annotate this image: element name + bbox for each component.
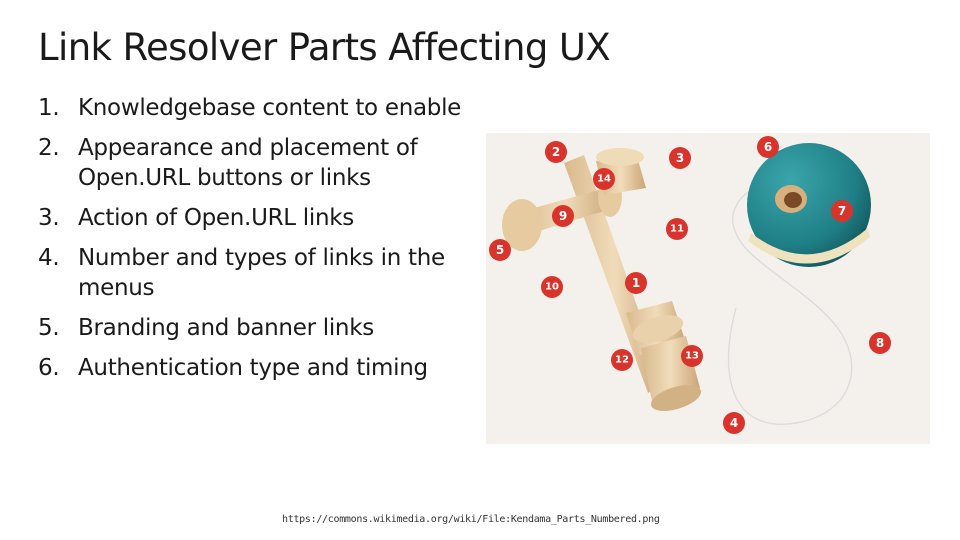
bullet-text: Branding and banner links	[78, 315, 374, 341]
bullet-text: Authentication type and timing	[78, 355, 428, 381]
marker-number: 8	[876, 336, 884, 350]
part-marker: 4	[723, 412, 745, 434]
marker-number: 14	[597, 174, 611, 185]
bullet-text: Action of Open.URL links	[78, 205, 354, 231]
part-marker: 12	[611, 349, 633, 371]
kendama-illustration: 1 2 3 4 5	[489, 136, 891, 434]
kendama-ball	[747, 143, 871, 267]
marker-number: 1	[632, 276, 640, 290]
bullet-number: 3.	[38, 205, 60, 231]
bullet-item: 2. Appearance and placement of Open.URL …	[38, 133, 478, 193]
marker-number: 2	[552, 145, 560, 159]
part-marker: 7	[831, 200, 853, 222]
part-marker: 6	[757, 136, 779, 158]
slide-title: Link Resolver Parts Affecting UX	[38, 26, 611, 69]
bullet-item: 6. Authentication type and timing	[38, 353, 478, 383]
kendama-photo: 1 2 3 4 5	[486, 133, 930, 444]
part-marker: 3	[669, 147, 691, 169]
part-marker: 2	[545, 141, 567, 163]
bullet-number: 1.	[38, 95, 60, 121]
marker-number: 10	[545, 282, 559, 293]
part-marker: 10	[541, 276, 563, 298]
bullet-item: 5. Branding and banner links	[38, 313, 478, 343]
part-marker: 9	[552, 205, 574, 227]
part-marker: 5	[489, 239, 511, 261]
part-marker: 1	[625, 272, 647, 294]
kendama-string	[727, 187, 853, 425]
part-marker: 13	[681, 345, 703, 367]
marker-number: 9	[559, 209, 567, 223]
bullet-number: 2.	[38, 135, 60, 161]
marker-number: 4	[730, 416, 738, 430]
part-marker: 8	[869, 332, 891, 354]
bullet-item: 1. Knowledgebase content to enable	[38, 93, 478, 123]
bullet-item: 3. Action of Open.URL links	[38, 203, 478, 233]
marker-number: 13	[685, 351, 699, 362]
marker-number: 11	[670, 224, 684, 235]
bullet-number: 5.	[38, 315, 60, 341]
bullet-number: 6.	[38, 355, 60, 381]
marker-number: 12	[615, 355, 629, 366]
bullet-text: Appearance and placement of Open.URL but…	[78, 135, 418, 191]
marker-number: 5	[496, 243, 504, 257]
source-url: https://commons.wikimedia.org/wiki/File:…	[282, 514, 660, 525]
bullet-list: 1. Knowledgebase content to enable 2. Ap…	[38, 93, 478, 393]
marker-number: 7	[838, 204, 846, 218]
marker-number: 6	[764, 140, 772, 154]
part-markers: 1 2 3 4 5	[489, 136, 891, 434]
bullet-number: 4.	[38, 245, 60, 271]
bullet-text: Knowledgebase content to enable	[78, 95, 462, 121]
bullet-item: 4. Number and types of links in the menu…	[38, 243, 478, 303]
bullet-text: Number and types of links in the menus	[78, 245, 445, 301]
part-marker: 14	[593, 168, 615, 190]
part-marker: 11	[666, 218, 688, 240]
marker-number: 3	[676, 151, 684, 165]
